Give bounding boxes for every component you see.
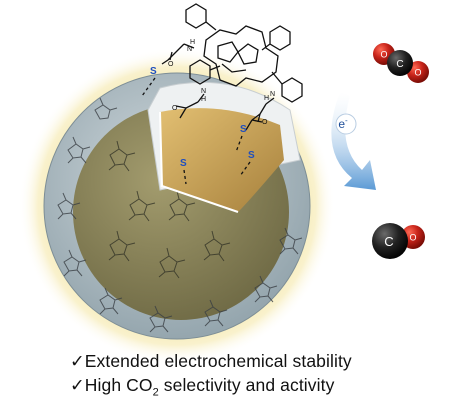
- co-molecule: [372, 223, 425, 259]
- co-c-label: C: [384, 234, 393, 249]
- electron-label: e-: [338, 116, 348, 131]
- svg-text:N: N: [187, 46, 192, 53]
- caption-selectivity-pre: ✓High CO: [70, 375, 153, 395]
- caption-stability: ✓Extended electrochemical stability: [70, 351, 352, 372]
- shell-molecules: [57, 97, 303, 333]
- shell-rim: [43, 72, 311, 340]
- svg-text:N: N: [270, 91, 275, 98]
- svg-text:S: S: [248, 150, 255, 161]
- svg-text:S: S: [150, 66, 157, 77]
- caption-stability-text: ✓Extended electrochemical stability: [70, 351, 352, 371]
- svg-text:O: O: [172, 105, 178, 112]
- svg-text:O: O: [168, 61, 174, 68]
- caption-selectivity: ✓High CO2 selectivity and activity: [70, 375, 334, 399]
- structure-atom-labels: O H N H N O H N O: [168, 39, 275, 126]
- porphyrin-structure: [161, 3, 303, 131]
- svg-text:O: O: [262, 119, 268, 126]
- co2-molecule: [373, 43, 429, 83]
- electron-arrow: [331, 92, 376, 190]
- dashed-bonds: [141, 77, 251, 185]
- co-o-label: O: [409, 233, 416, 243]
- core-molecules: [108, 140, 231, 279]
- svg-text:H: H: [264, 95, 269, 102]
- cutaway-wedge: [160, 108, 284, 212]
- co2-o-right-label: O: [414, 68, 421, 78]
- cutaway-edge: [159, 111, 239, 213]
- caption-selectivity-sub: 2: [152, 386, 159, 399]
- co-carbon: [372, 223, 408, 259]
- co2-c-label: C: [396, 59, 403, 70]
- sulfur-labels: S S S S: [150, 66, 255, 169]
- svg-text:S: S: [240, 124, 247, 135]
- svg-text:H: H: [201, 96, 206, 103]
- co2-o-left-label: O: [380, 50, 387, 60]
- svg-text:N: N: [201, 88, 206, 95]
- electron-badge: [335, 113, 357, 135]
- co2-carbon: [387, 50, 413, 76]
- svg-text:H: H: [190, 39, 195, 46]
- svg-text:S: S: [180, 158, 187, 169]
- caption-selectivity-post: selectivity and activity: [158, 375, 335, 395]
